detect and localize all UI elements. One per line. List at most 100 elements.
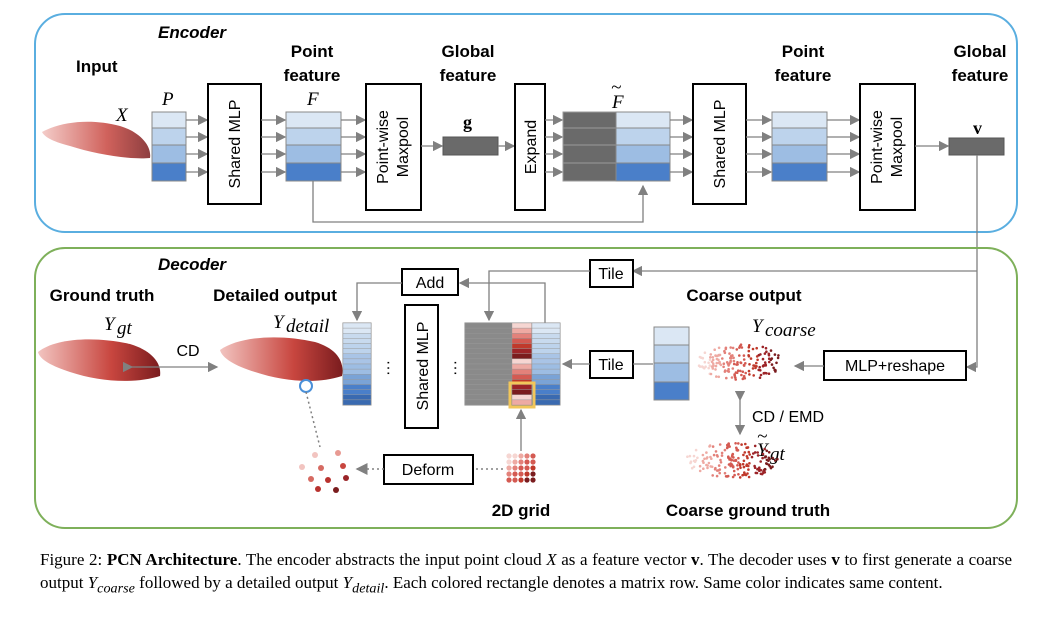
point [731,475,735,479]
point [708,364,712,367]
matrix-row [531,363,561,370]
matrix-row [464,399,513,406]
point [734,442,737,445]
matrix-row [342,348,372,354]
point [724,466,727,469]
point-feature-2-matrix [771,111,828,182]
decoder-panel [34,247,1018,529]
point [724,346,728,350]
point [706,464,709,467]
matrix-row [511,384,533,390]
ground-truth-point-cloud-icon [38,339,161,381]
add-box [401,268,459,296]
point [692,465,696,469]
point [740,443,743,446]
y-gt-var: Y [104,314,117,335]
grid-point [518,471,524,477]
point-feature-1-line2: feature [284,66,341,85]
point [747,369,751,373]
point [735,446,738,450]
cd-label: CD [176,343,199,360]
point [736,369,740,373]
grid-point [530,459,536,465]
matrix-row [531,343,561,349]
matrix-row [464,394,513,401]
grid-point [506,471,512,477]
point [745,446,749,450]
grid-point [530,477,536,483]
point [731,465,735,469]
point [769,466,773,470]
point [726,369,730,373]
grid-point [512,453,518,459]
grid-point [518,477,524,483]
matrix-row [531,389,561,395]
point [752,364,755,367]
point [703,360,707,364]
point [735,348,739,351]
point [745,464,748,468]
point [736,464,739,467]
point [716,455,719,458]
matrix-row [511,343,533,349]
point [773,353,777,356]
point [712,364,715,367]
point [702,467,705,471]
input-label: Input [76,57,118,76]
point-feature-2-line2: feature [775,66,832,85]
point [686,455,689,459]
point [714,368,717,371]
point [771,456,774,460]
point [767,357,771,361]
point [737,442,740,445]
point [736,467,740,471]
point [761,452,765,456]
point [698,469,702,473]
grid-point [512,477,518,483]
point [761,456,764,460]
point [711,356,715,359]
matrix-row [464,333,513,339]
point [757,353,761,357]
point [704,365,707,369]
point [707,461,711,465]
matrix-row [342,363,372,370]
point [725,376,728,380]
f-tilde-var: F [611,92,624,113]
point [767,463,771,467]
point [717,469,720,472]
shared-mlp-1-label: Shared MLP [227,100,244,189]
matrix-row [464,379,513,385]
point [737,456,740,460]
point [773,368,777,372]
point [693,460,697,464]
point [732,362,736,366]
point [689,461,692,465]
point [729,346,732,349]
point [759,460,762,463]
deform-box [383,454,474,485]
point [728,352,731,355]
point [727,456,730,460]
matrix-row [342,338,372,344]
point [764,346,768,350]
point [710,360,714,364]
point [755,471,759,475]
point [732,469,736,473]
matrix-row [531,399,561,406]
point [752,452,755,455]
point [688,454,692,458]
f-matrix [285,111,342,182]
matrix-row [342,358,372,365]
cd-emd-label: CD / EMD [752,409,824,426]
matrix-row [511,338,533,344]
point [736,361,739,364]
coarse-output-point-cloud-icon [697,343,780,381]
matrix-row [531,368,561,375]
point [742,354,746,357]
ground-truth-label: Ground truth [50,286,155,305]
figure-caption: Figure 2: PCN Architecture. The encoder … [40,550,1013,596]
matrix-row [464,374,513,380]
matrix-row [531,327,561,334]
matrix-row [531,379,561,385]
